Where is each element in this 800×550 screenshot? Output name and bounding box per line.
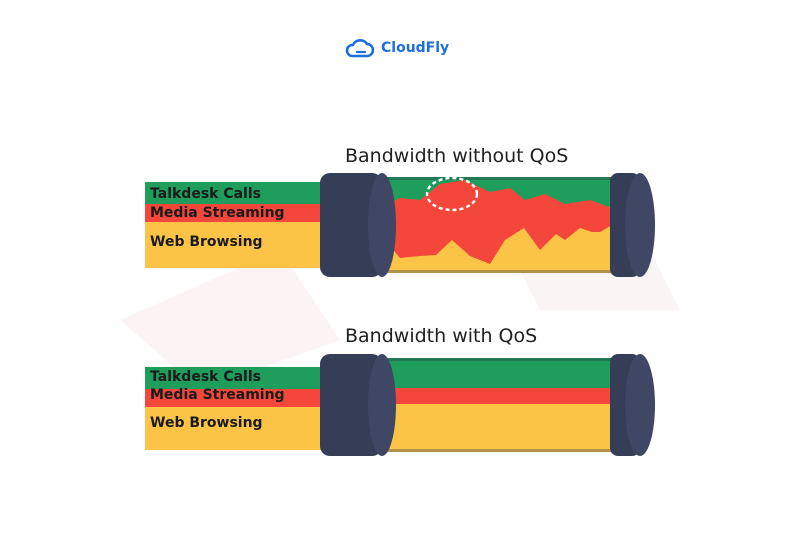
pipe-left-ring bbox=[320, 354, 382, 456]
lane-calls bbox=[145, 367, 375, 389]
pipe-left-ring-face bbox=[368, 173, 396, 277]
label-media-streaming-bottom: Media Streaming bbox=[150, 387, 285, 403]
pipe-without-qos bbox=[145, 173, 655, 277]
title-without-qos: Bandwidth without QoS bbox=[345, 145, 569, 167]
label-web-browsing-bottom: Web Browsing bbox=[150, 415, 263, 431]
pipe-right-ring-face bbox=[625, 173, 655, 277]
pipe-inner-shadow-bottom bbox=[380, 449, 615, 452]
contention-highlight bbox=[425, 176, 479, 212]
lane-streaming bbox=[145, 204, 375, 222]
brand-name: CloudFly bbox=[381, 40, 450, 56]
label-talkdesk-calls-top: Talkdesk Calls bbox=[150, 186, 261, 202]
pipe-left-ring-face bbox=[368, 354, 396, 456]
pipe-lane-calls bbox=[380, 358, 615, 388]
pipe-lane-browsing bbox=[380, 404, 615, 452]
pipe-inner-shadow-top bbox=[380, 358, 615, 361]
pipe-right-ring-face bbox=[625, 354, 655, 456]
brand-logo: CloudFly bbox=[345, 38, 449, 58]
pipe-lane-streaming bbox=[380, 388, 615, 404]
label-media-streaming-top: Media Streaming bbox=[150, 205, 285, 221]
pipe-left-ring bbox=[320, 173, 382, 277]
title-with-qos: Bandwidth with QoS bbox=[345, 325, 538, 347]
lane-streaming bbox=[145, 389, 375, 407]
label-talkdesk-calls-bottom: Talkdesk Calls bbox=[150, 369, 261, 385]
pipe-inner-shadow-bottom bbox=[380, 270, 615, 273]
pipe-with-qos bbox=[145, 354, 655, 456]
pipe-inner-shadow-top bbox=[380, 177, 615, 180]
congested-streaming-traffic bbox=[380, 180, 612, 264]
lane-calls bbox=[145, 182, 375, 204]
cloud-icon bbox=[345, 39, 375, 58]
label-web-browsing-top: Web Browsing bbox=[150, 234, 263, 250]
